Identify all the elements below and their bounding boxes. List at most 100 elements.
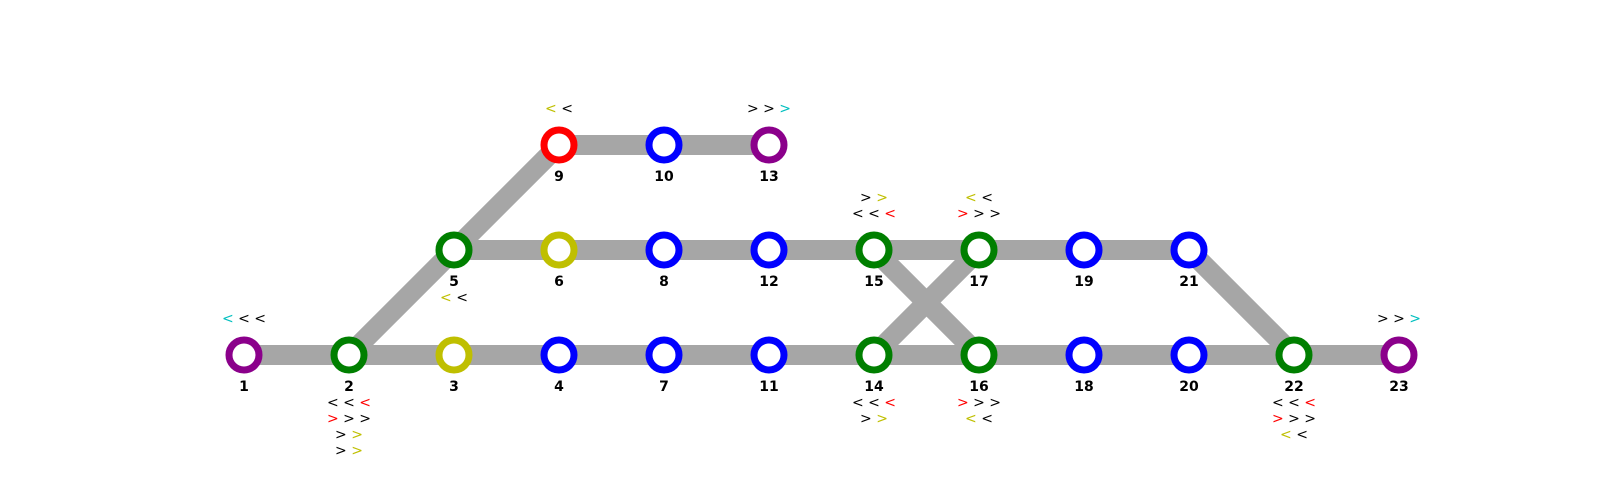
station-node-1[interactable] bbox=[225, 336, 263, 374]
signal-arrow: > bbox=[985, 206, 1001, 222]
station-nodes bbox=[225, 126, 1418, 374]
signal-arrow: > bbox=[335, 443, 347, 459]
station-node-14[interactable] bbox=[855, 336, 893, 374]
station-node-16[interactable] bbox=[960, 336, 998, 374]
signal-arrow: < bbox=[557, 101, 573, 117]
station-node-2[interactable] bbox=[330, 336, 368, 374]
signal-arrow: > bbox=[872, 411, 888, 427]
signal-line-16-below-1: < < bbox=[965, 411, 993, 427]
station-node-23[interactable] bbox=[1380, 336, 1418, 374]
station-node-21[interactable] bbox=[1170, 231, 1208, 269]
signal-arrow: > bbox=[747, 101, 759, 117]
station-node-9[interactable] bbox=[540, 126, 578, 164]
signal-line-17-above-1: > > > bbox=[957, 206, 1001, 222]
signal-arrow: > bbox=[1300, 411, 1316, 427]
signal-arrow: < bbox=[1300, 395, 1316, 411]
station-node-6[interactable] bbox=[540, 231, 578, 269]
signal-line-1-above-0: < < < bbox=[222, 311, 266, 327]
station-label-21: 21 bbox=[1179, 274, 1198, 290]
station-node-7[interactable] bbox=[645, 336, 683, 374]
station-node-8[interactable] bbox=[645, 231, 683, 269]
signal-arrow: > bbox=[957, 206, 969, 222]
signal-arrow: < bbox=[852, 395, 864, 411]
signal-arrow: < bbox=[234, 311, 250, 327]
station-node-11[interactable] bbox=[750, 336, 788, 374]
signal-arrow: > bbox=[1377, 311, 1389, 327]
station-node-13[interactable] bbox=[750, 126, 788, 164]
signal-line-17-above-0: < < bbox=[965, 190, 993, 206]
station-label-18: 18 bbox=[1074, 379, 1093, 395]
signal-line-14-below-0: < < < bbox=[852, 395, 896, 411]
station-node-5[interactable] bbox=[435, 231, 473, 269]
signal-arrow: > bbox=[860, 190, 872, 206]
signal-line-2-below-0: < < < bbox=[327, 395, 371, 411]
station-node-15[interactable] bbox=[855, 231, 893, 269]
signal-arrow: > bbox=[969, 395, 985, 411]
station-label-15: 15 bbox=[864, 274, 883, 290]
signal-arrow: > bbox=[1405, 311, 1421, 327]
station-node-19[interactable] bbox=[1065, 231, 1103, 269]
signal-arrow: < bbox=[1284, 395, 1300, 411]
station-label-4: 4 bbox=[554, 379, 564, 395]
signal-arrow: < bbox=[965, 190, 977, 206]
signal-arrow: < bbox=[977, 411, 993, 427]
station-node-18[interactable] bbox=[1065, 336, 1103, 374]
station-node-4[interactable] bbox=[540, 336, 578, 374]
track-segment-21-22 bbox=[1181, 242, 1302, 363]
signal-arrow: < bbox=[880, 206, 896, 222]
signal-arrow: > bbox=[335, 427, 347, 443]
station-node-10[interactable] bbox=[645, 126, 683, 164]
signal-arrow: < bbox=[327, 395, 339, 411]
station-node-12[interactable] bbox=[750, 231, 788, 269]
signal-arrow: > bbox=[985, 395, 1001, 411]
station-label-9: 9 bbox=[554, 169, 564, 185]
signal-line-14-below-1: > > bbox=[860, 411, 888, 427]
signal-arrow: > bbox=[1389, 311, 1405, 327]
signal-line-23-above-0: > > > bbox=[1377, 311, 1421, 327]
signal-arrow: < bbox=[864, 206, 880, 222]
station-label-5: 5 bbox=[449, 274, 459, 290]
track-segment-5-9 bbox=[446, 137, 567, 258]
signal-arrow: < bbox=[1292, 427, 1308, 443]
station-node-17[interactable] bbox=[960, 231, 998, 269]
signal-arrow: < bbox=[1280, 427, 1292, 443]
station-label-6: 6 bbox=[554, 274, 564, 290]
signal-arrow: < bbox=[1272, 395, 1284, 411]
signal-arrow: < bbox=[852, 206, 864, 222]
station-node-3[interactable] bbox=[435, 336, 473, 374]
signal-arrow: > bbox=[1272, 411, 1284, 427]
signal-arrow: > bbox=[957, 395, 969, 411]
signal-arrow: > bbox=[327, 411, 339, 427]
signal-line-5-below-0: < < bbox=[440, 290, 468, 306]
station-label-12: 12 bbox=[759, 274, 778, 290]
station-label-22: 22 bbox=[1284, 379, 1303, 395]
signal-arrow: < bbox=[545, 101, 557, 117]
signal-line-22-below-2: < < bbox=[1280, 427, 1308, 443]
station-node-20[interactable] bbox=[1170, 336, 1208, 374]
signal-line-22-below-0: < < < bbox=[1272, 395, 1316, 411]
signal-arrow: > bbox=[775, 101, 791, 117]
signal-arrow: > bbox=[969, 206, 985, 222]
signal-arrow: > bbox=[860, 411, 872, 427]
signal-line-9-above-0: < < bbox=[545, 101, 573, 117]
station-label-16: 16 bbox=[969, 379, 988, 395]
signal-arrow: > bbox=[1284, 411, 1300, 427]
station-label-20: 20 bbox=[1179, 379, 1199, 395]
signal-line-15-above-1: < < < bbox=[852, 206, 896, 222]
station-label-2: 2 bbox=[344, 379, 354, 395]
signal-arrow: < bbox=[880, 395, 896, 411]
signal-line-22-below-1: > > > bbox=[1272, 411, 1316, 427]
signal-arrow: < bbox=[977, 190, 993, 206]
signal-arrow: > bbox=[759, 101, 775, 117]
station-label-13: 13 bbox=[759, 169, 778, 185]
signal-arrow: > bbox=[355, 411, 371, 427]
signal-line-15-above-0: > > bbox=[860, 190, 888, 206]
signal-arrow: > bbox=[339, 411, 355, 427]
signal-arrow: > bbox=[347, 443, 363, 459]
station-label-14: 14 bbox=[864, 379, 884, 395]
track-segment-2-5 bbox=[341, 242, 462, 363]
station-label-10: 10 bbox=[654, 169, 674, 185]
station-node-22[interactable] bbox=[1275, 336, 1313, 374]
